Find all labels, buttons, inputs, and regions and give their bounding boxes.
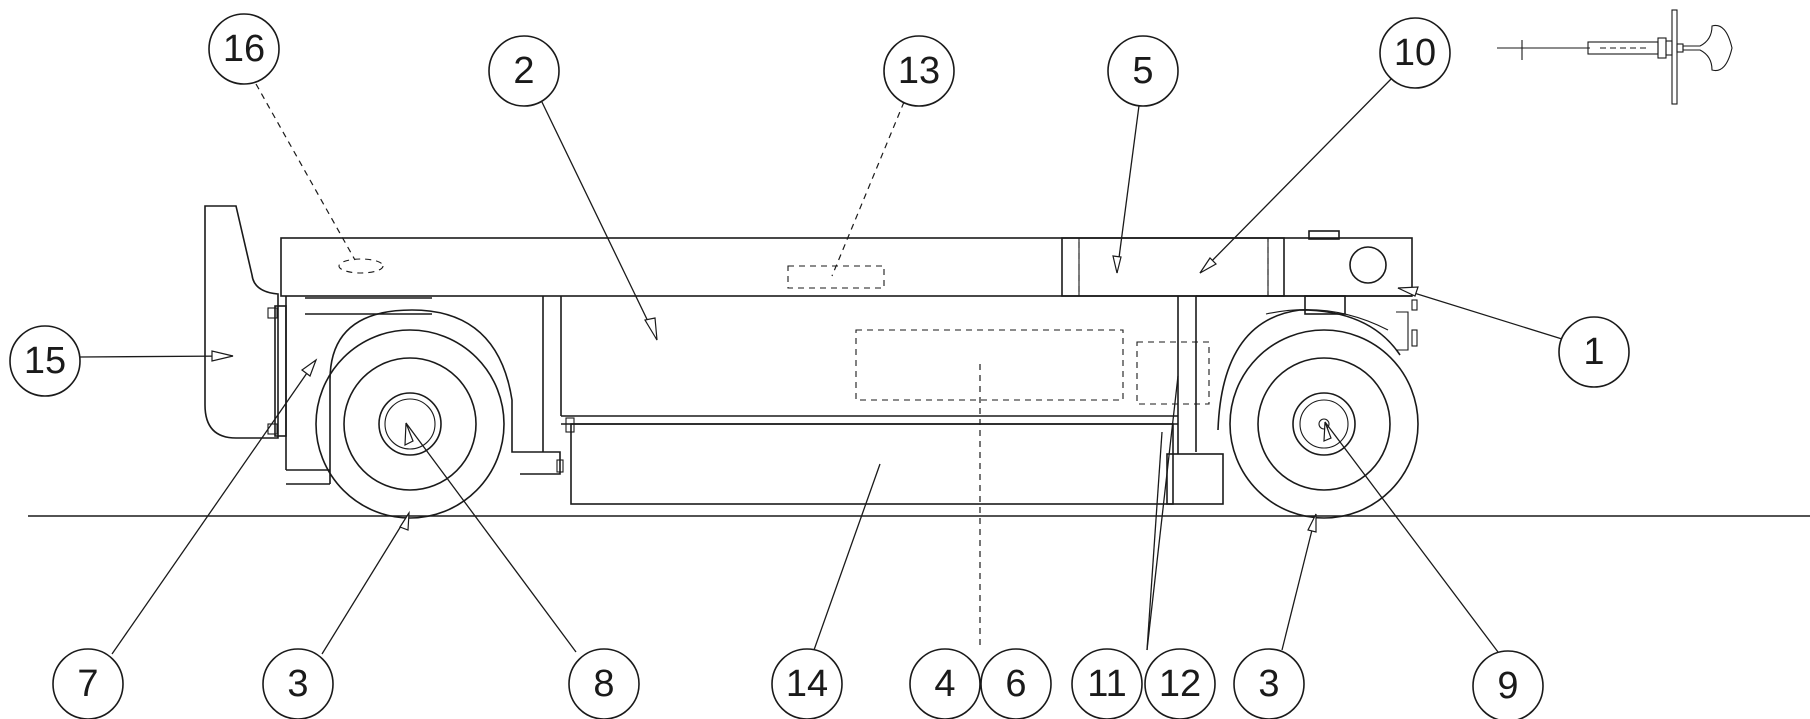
hidden-component-16 [338, 258, 384, 274]
callout-4: 4 [909, 648, 981, 719]
callout-label: 5 [1132, 50, 1153, 92]
t-handle-pin-detail [1497, 9, 1733, 105]
callout-label: 14 [786, 663, 828, 705]
callout-label: 13 [898, 50, 940, 92]
callout-label: 4 [934, 663, 955, 705]
callout-3-front: 3 [262, 648, 334, 719]
callout-label: 3 [1258, 663, 1279, 705]
front-bumper [204, 205, 279, 439]
callout-label: 8 [593, 663, 614, 705]
front-wheel [315, 329, 505, 519]
callout-11: 11 [1071, 648, 1143, 719]
callout-8: 8 [568, 648, 640, 719]
callout-5: 5 [1107, 35, 1179, 107]
hidden-component-5-10 [1078, 237, 1269, 297]
callout-12: 12 [1144, 648, 1216, 719]
main-frame [267, 230, 1418, 505]
rear-wheel [1229, 329, 1419, 519]
callout-13: 13 [883, 35, 955, 107]
callout-16: 16 [208, 13, 280, 85]
hidden-component-13 [787, 265, 885, 289]
callout-1: 1 [1558, 316, 1630, 388]
callout-label: 15 [24, 340, 66, 382]
callout-label: 1 [1583, 331, 1604, 373]
callout-14: 14 [771, 648, 843, 719]
callout-3-rear: 3 [1233, 648, 1305, 719]
callout-7: 7 [52, 648, 124, 719]
callout-6: 6 [980, 648, 1052, 719]
callout-10: 10 [1379, 17, 1451, 89]
callout-label: 12 [1159, 663, 1201, 705]
callout-label: 3 [287, 663, 308, 705]
hidden-component-11-12 [1136, 341, 1210, 405]
arrowheads [211, 255, 1419, 533]
front-wheel-arch [329, 309, 520, 484]
callout-9: 9 [1472, 650, 1544, 719]
callout-label: 16 [223, 28, 265, 70]
leader-lines [79, 73, 1563, 655]
callout-2: 2 [488, 35, 560, 107]
callout-label: 11 [1087, 663, 1126, 705]
dashed-leader-lines [255, 83, 981, 650]
callout-label: 6 [1005, 663, 1026, 705]
callout-label: 2 [513, 50, 534, 92]
callout-label: 7 [77, 663, 98, 705]
callout-15: 15 [9, 325, 81, 397]
callout-label: 9 [1497, 665, 1518, 707]
hidden-component-4-6 [855, 329, 1124, 401]
callout-label: 10 [1394, 32, 1436, 74]
rear-wheel-arch [1217, 309, 1401, 431]
